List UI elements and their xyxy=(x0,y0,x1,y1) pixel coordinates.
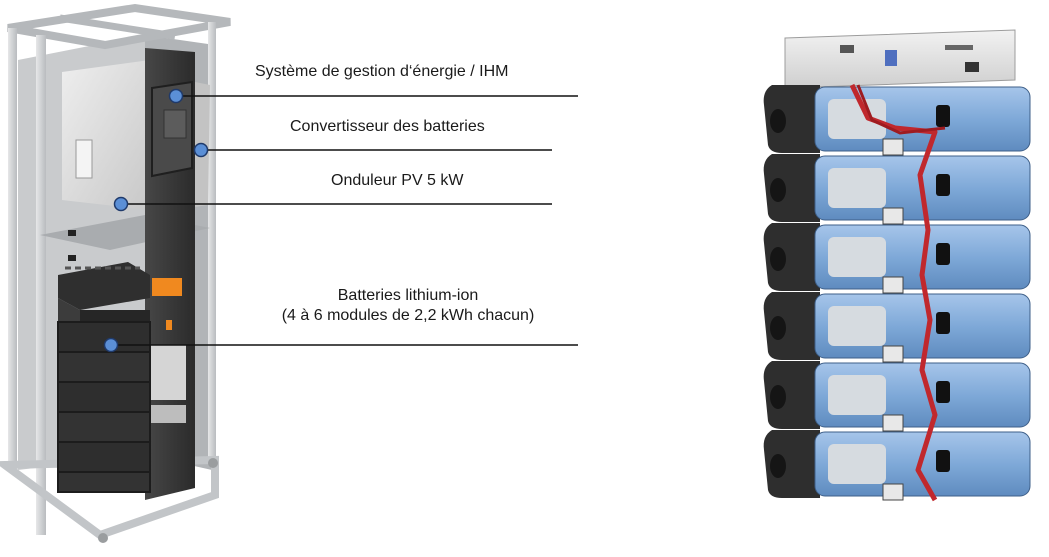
cabinet-post-front xyxy=(36,35,46,535)
storage-cabinet xyxy=(5,8,230,543)
label-lithium-batteries-line2: (4 à 6 modules de 2,2 kWh chacun) xyxy=(258,306,558,326)
label-lithium-batteries: Batteries lithium-ion (4 à 6 modules de … xyxy=(258,286,558,326)
battery-stack-photo xyxy=(764,30,1030,500)
callout-battery-converter xyxy=(195,144,553,157)
callout-energy-management xyxy=(170,90,579,103)
callout-dot xyxy=(170,90,183,103)
label-pv-inverter: Onduleur PV 5 kW xyxy=(331,172,464,190)
battery-modules-stack xyxy=(58,262,150,492)
orange-connector xyxy=(152,278,182,296)
cabinet-post-left xyxy=(8,28,17,468)
label-energy-management: Système de gestion d‘énergie / IHM xyxy=(255,63,508,81)
battery-module xyxy=(764,361,1030,431)
callout-dot xyxy=(105,339,118,352)
battery-module xyxy=(764,292,1030,362)
pv-inverter-unit xyxy=(62,60,150,210)
bms-controller-box xyxy=(785,30,1015,88)
label-battery-converter: Convertisseur des batteries xyxy=(290,118,485,136)
battery-module xyxy=(764,430,1030,500)
battery-module xyxy=(764,223,1030,293)
battery-module xyxy=(764,85,1030,155)
battery-module xyxy=(764,154,1030,224)
callout-dot xyxy=(115,198,128,211)
label-lithium-batteries-line1: Batteries lithium-ion xyxy=(258,286,558,306)
callout-dot xyxy=(195,144,208,157)
